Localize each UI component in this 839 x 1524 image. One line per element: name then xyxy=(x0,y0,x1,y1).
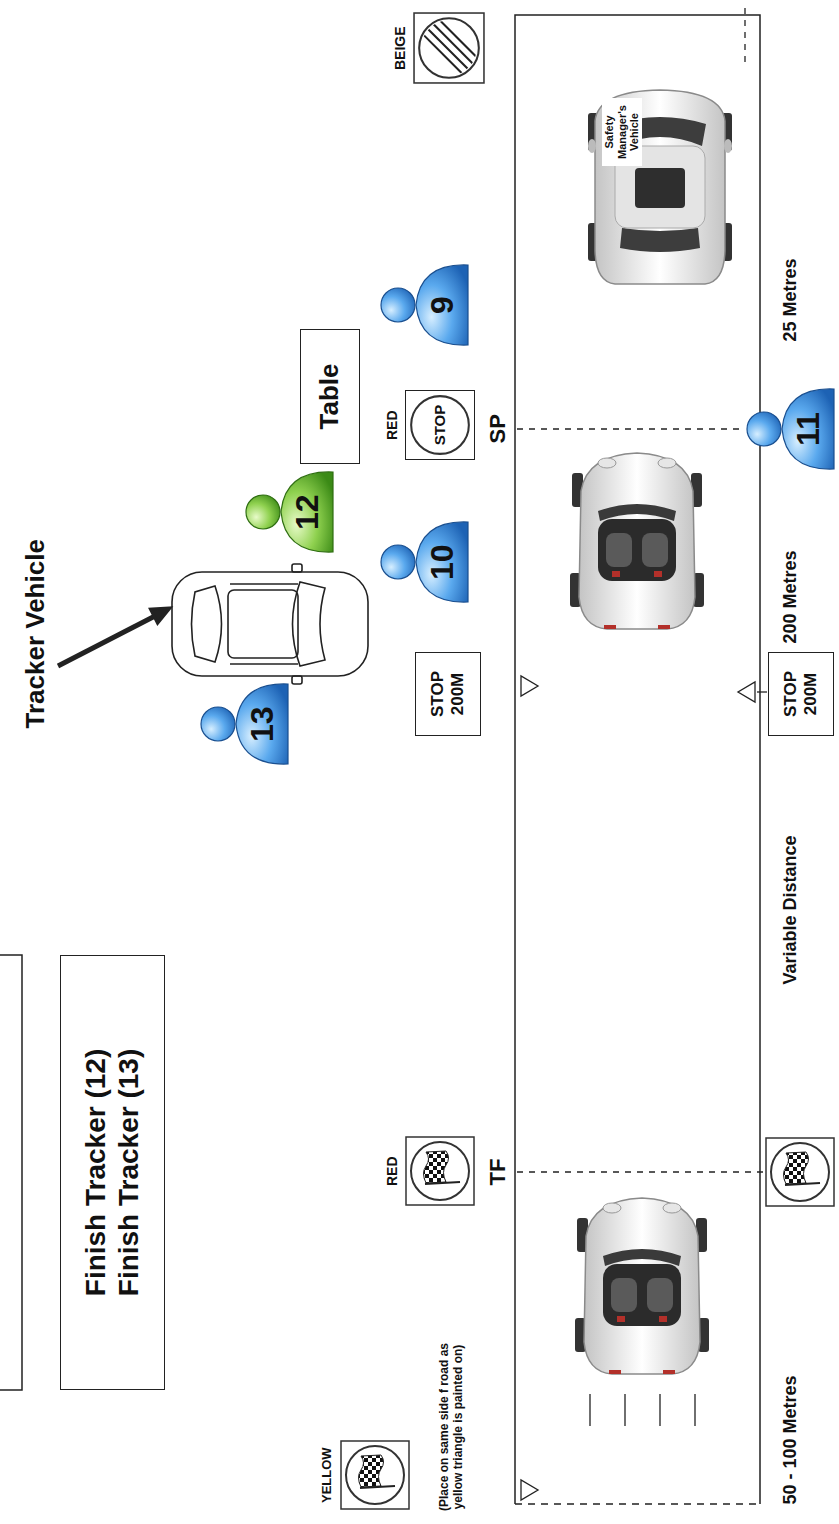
start-car xyxy=(570,453,704,629)
finish-line xyxy=(517,1171,764,1172)
finish-car xyxy=(575,1198,709,1374)
stop-200m-sign: STOP 200M xyxy=(415,652,481,736)
distance-label: 200 Metres xyxy=(780,550,801,643)
beige-sign xyxy=(414,13,484,83)
yellow-triangle xyxy=(521,1480,538,1500)
distance-label: 25 Metres xyxy=(780,258,801,341)
placement-note: (Place on same side f road as yellow tri… xyxy=(438,1340,466,1515)
skid-marks xyxy=(590,1394,695,1426)
node-text: STOP 200M xyxy=(428,653,467,735)
stop-200m-sign: STOP 200M xyxy=(768,652,834,736)
start-point-line xyxy=(517,428,744,429)
sign-colour-label: YELLOW xyxy=(320,1447,335,1503)
tracker-arrow xyxy=(58,608,170,666)
callout-number: 11 xyxy=(790,412,827,446)
sign-colour-label: RED xyxy=(384,1156,400,1186)
end-line xyxy=(744,2,745,62)
marshal-figures xyxy=(201,265,834,764)
road-triangle xyxy=(521,676,538,696)
safety-manager-vehicle xyxy=(588,90,732,284)
red-finish-sign xyxy=(406,1137,474,1205)
callout-number: 9 xyxy=(424,296,461,314)
vehicle-label: Safety Manager's Vehicle xyxy=(602,98,642,166)
stop-sign: STOP xyxy=(405,390,475,460)
callout-number: 13 xyxy=(244,706,281,742)
distance-label: 50 - 100 Metres xyxy=(780,1375,801,1504)
node-text: STOP 200M xyxy=(781,653,820,735)
yellow-finish-sign xyxy=(341,1441,409,1509)
node-text: Finish Tracker (13) xyxy=(113,1049,145,1296)
callout-number: 12 xyxy=(289,494,326,530)
point-label: TF xyxy=(485,1159,510,1186)
tracker-vehicle-label: Tracker Vehicle xyxy=(21,539,51,728)
node-text: STOP xyxy=(431,405,448,446)
sign-leader xyxy=(757,691,767,692)
sign-colour-label: BEIGE xyxy=(392,26,408,70)
node-text: Finish Tracker (12) xyxy=(80,1049,112,1296)
tracker-vehicle xyxy=(172,564,368,684)
node-text: Table xyxy=(315,364,345,430)
road-triangle xyxy=(738,682,755,702)
callout-number: 10 xyxy=(424,544,461,580)
sign-colour-label: RED xyxy=(384,410,400,440)
finish-sign xyxy=(766,1138,834,1206)
point-label: SP xyxy=(485,414,510,443)
finish-tracker-box: Finish Tracker (12)Finish Tracker (13) xyxy=(60,955,165,1390)
distance-label: Variable Distance xyxy=(780,835,801,984)
cut-off-box xyxy=(0,955,22,1390)
road xyxy=(515,15,760,1504)
table-box: Table xyxy=(300,329,360,464)
